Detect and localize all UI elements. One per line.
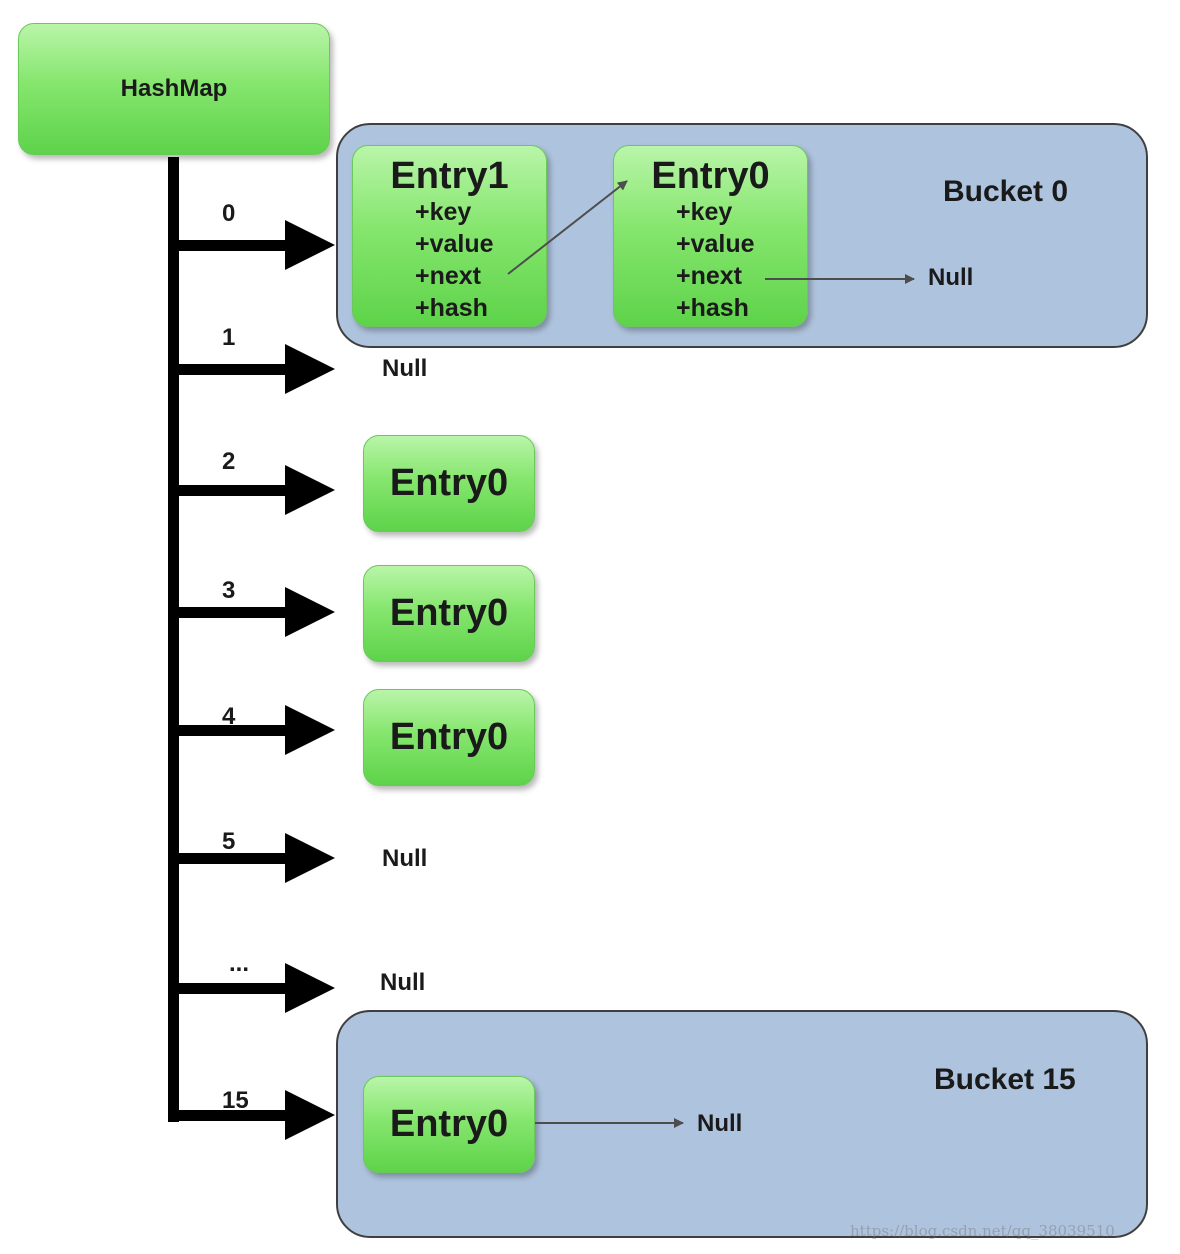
- slot-arrow-3: [173, 587, 335, 637]
- bucket-15-null: Null: [697, 1110, 743, 1137]
- entry-name: Entry0: [389, 716, 509, 758]
- slot-5-null: Null: [382, 845, 428, 872]
- entry-field-value: +value: [415, 230, 494, 258]
- entry-field-key: +key: [415, 198, 472, 226]
- slot-index-4: 4: [222, 703, 236, 730]
- hashmap-label: HashMap: [120, 75, 228, 102]
- bucket-15-entry0: Entry0: [363, 1076, 535, 1173]
- slot-index-5: 5: [222, 828, 236, 855]
- bucket-0-null: Null: [928, 264, 974, 291]
- hashmap-node: HashMap: [18, 23, 330, 155]
- bucket-0-entry0: Entry0 +key +value +next +hash: [613, 145, 808, 327]
- slot-index-15: 15: [222, 1087, 249, 1114]
- bucket-0-title: Bucket 0: [943, 175, 1069, 208]
- entry-name: Entry1: [390, 155, 509, 197]
- slot-index-1: 1: [222, 324, 236, 351]
- slot-1-null: Null: [382, 355, 428, 382]
- slot-arrow-0: [173, 220, 335, 270]
- entry-name: Entry0: [389, 462, 509, 504]
- slot-arrow-5: [173, 833, 335, 883]
- array-spine: [168, 157, 179, 1122]
- slot-index-ellipsis: ...: [229, 950, 250, 977]
- watermark: https://blog.csdn.net/qq_38039510: [850, 1222, 1115, 1240]
- slot-index-0: 0: [222, 200, 236, 227]
- slot-arrow-2: [173, 465, 335, 515]
- slot-ellipsis-null: Null: [380, 969, 426, 996]
- entry-field-hash: +hash: [676, 294, 749, 322]
- slot-arrow-1: [173, 344, 335, 394]
- bucket-15-title: Bucket 15: [934, 1063, 1076, 1096]
- slot-2-entry0: Entry0: [363, 435, 535, 532]
- bucket-0-entry1: Entry1 +key +value +next +hash: [352, 145, 547, 327]
- entry-field-key: +key: [676, 198, 733, 226]
- entry-name: Entry0: [651, 155, 770, 197]
- entry-field-value: +value: [676, 230, 755, 258]
- slot-arrow-15: [173, 1090, 335, 1140]
- entry-field-next: +next: [676, 262, 743, 290]
- slot-arrow-4: [173, 705, 335, 755]
- entry-field-next: +next: [415, 262, 482, 290]
- slot-4-entry0: Entry0: [363, 689, 535, 786]
- entry-name: Entry0: [389, 592, 509, 634]
- slot-3-entry0: Entry0: [363, 565, 535, 662]
- slot-index-2: 2: [222, 448, 236, 475]
- entry-name: Entry0: [389, 1103, 509, 1145]
- entry-field-hash: +hash: [415, 294, 488, 322]
- slot-arrow-ellipsis: [173, 963, 335, 1013]
- slot-index-3: 3: [222, 577, 236, 604]
